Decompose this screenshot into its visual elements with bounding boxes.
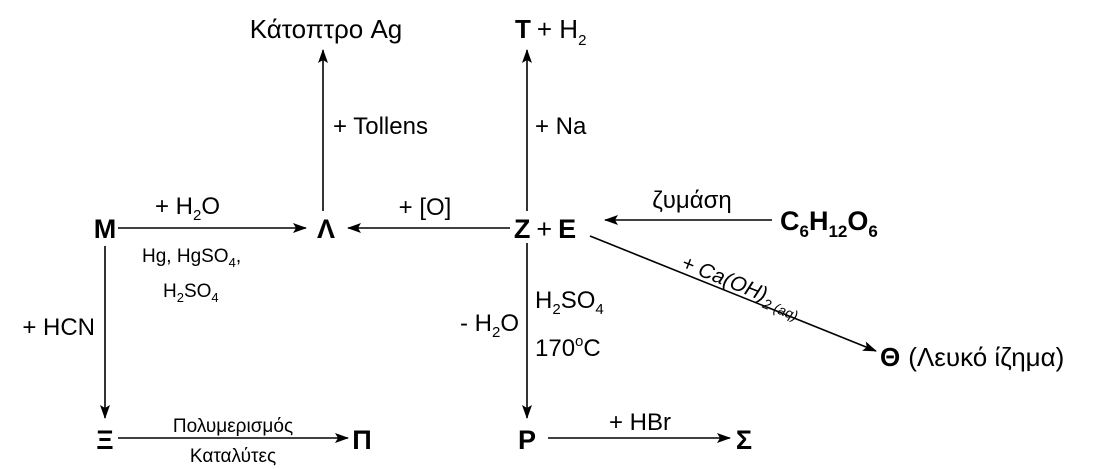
- dehydration-sub: 2: [492, 324, 500, 341]
- compound-p: Ρ: [518, 425, 536, 455]
- reagent-oxidation: + [O]: [399, 194, 452, 221]
- silver-mirror: Κάτοπτρο Ag: [250, 14, 403, 44]
- hydrogen-sub: 2: [578, 32, 586, 49]
- catalyst-line-2: H2SO4: [163, 281, 219, 305]
- acid-so-sub: 4: [595, 301, 603, 318]
- catalyst-line-2-so-sub: 4: [211, 290, 218, 305]
- water-sub: 2: [193, 207, 201, 224]
- reagent-water: + H2O: [155, 193, 220, 224]
- compound-s: Σ: [736, 425, 752, 455]
- glucose-h: H: [809, 206, 829, 236]
- limewater-prefix: + Ca(OH): [678, 251, 770, 306]
- compound-z: Ζ: [514, 214, 531, 244]
- reagent-dehydration: - H2O: [460, 310, 519, 341]
- catalyst-line-1: Hg, HgSO4,: [142, 246, 241, 270]
- catalyst-line-2-so: SO: [184, 281, 211, 302]
- catalyst-line-2-h: H: [163, 281, 177, 302]
- compound-t: Τ: [515, 14, 531, 44]
- reagent-hcn: + HCN: [22, 314, 95, 341]
- compound-theta: Θ: [880, 342, 900, 372]
- reagent-catalysts: Καταλύτες: [190, 446, 276, 467]
- glucose-c: C: [780, 206, 800, 236]
- dehydration-prefix: - H: [460, 310, 492, 337]
- acid-so: SO: [561, 287, 596, 314]
- glucose-formula: C6H12O6: [780, 206, 878, 241]
- dehydration-suffix: O: [500, 310, 519, 337]
- water-prefix: + H: [155, 193, 193, 220]
- temp-value: 170: [535, 335, 575, 362]
- compound-l: Λ: [317, 214, 335, 244]
- compound-e: Ε: [558, 214, 576, 244]
- arrow-e-to-theta: [589, 235, 877, 352]
- white-precipitate: (Λευκό ίζημα): [908, 342, 1064, 372]
- hydrogen-prefix: + H: [537, 14, 578, 44]
- compound-pi: Π: [352, 425, 372, 455]
- catalyst-line-1-prefix: Hg, HgSO: [142, 246, 229, 267]
- reagent-polymerization: Πολυμερισμός: [173, 416, 293, 437]
- t-plus-hydrogen: Τ+ H2: [515, 14, 586, 49]
- acid-h-sub: 2: [552, 301, 560, 318]
- compound-ze: Ζ+Ε: [514, 214, 576, 244]
- reagent-sulfuric-acid: H2SO4: [535, 287, 604, 318]
- catalyst-line-1-sub: 4: [229, 255, 236, 270]
- catalyst-line-1-suffix: ,: [236, 246, 241, 267]
- limewater-sub: 2 (aq): [760, 295, 801, 324]
- water-suffix: O: [201, 193, 220, 220]
- reagent-fermentation: ζυμάση: [652, 187, 732, 214]
- acid-h: H: [535, 287, 552, 314]
- catalyst-line-2-h-sub: 2: [177, 290, 184, 305]
- reagent-tollens: + Tollens: [333, 113, 428, 140]
- temp-degree: o: [575, 333, 583, 350]
- reagent-hbr: + HBr: [609, 409, 671, 436]
- plus-sign: +: [536, 214, 552, 244]
- reagent-na: + Na: [535, 113, 587, 140]
- theta-precipitate: Θ (Λευκό ίζημα): [880, 342, 1064, 372]
- glucose-h-sub: 12: [828, 222, 847, 241]
- glucose-o: O: [847, 206, 868, 236]
- glucose-c-sub: 6: [800, 222, 809, 241]
- temp-unit: C: [583, 335, 600, 362]
- glucose-o-sub: 6: [868, 222, 877, 241]
- reagent-limewater: + Ca(OH)2 (aq): [677, 251, 805, 323]
- compound-m: Μ: [94, 214, 117, 244]
- compound-xi: Ξ: [96, 425, 113, 455]
- reagent-temperature: 170oC: [535, 333, 601, 362]
